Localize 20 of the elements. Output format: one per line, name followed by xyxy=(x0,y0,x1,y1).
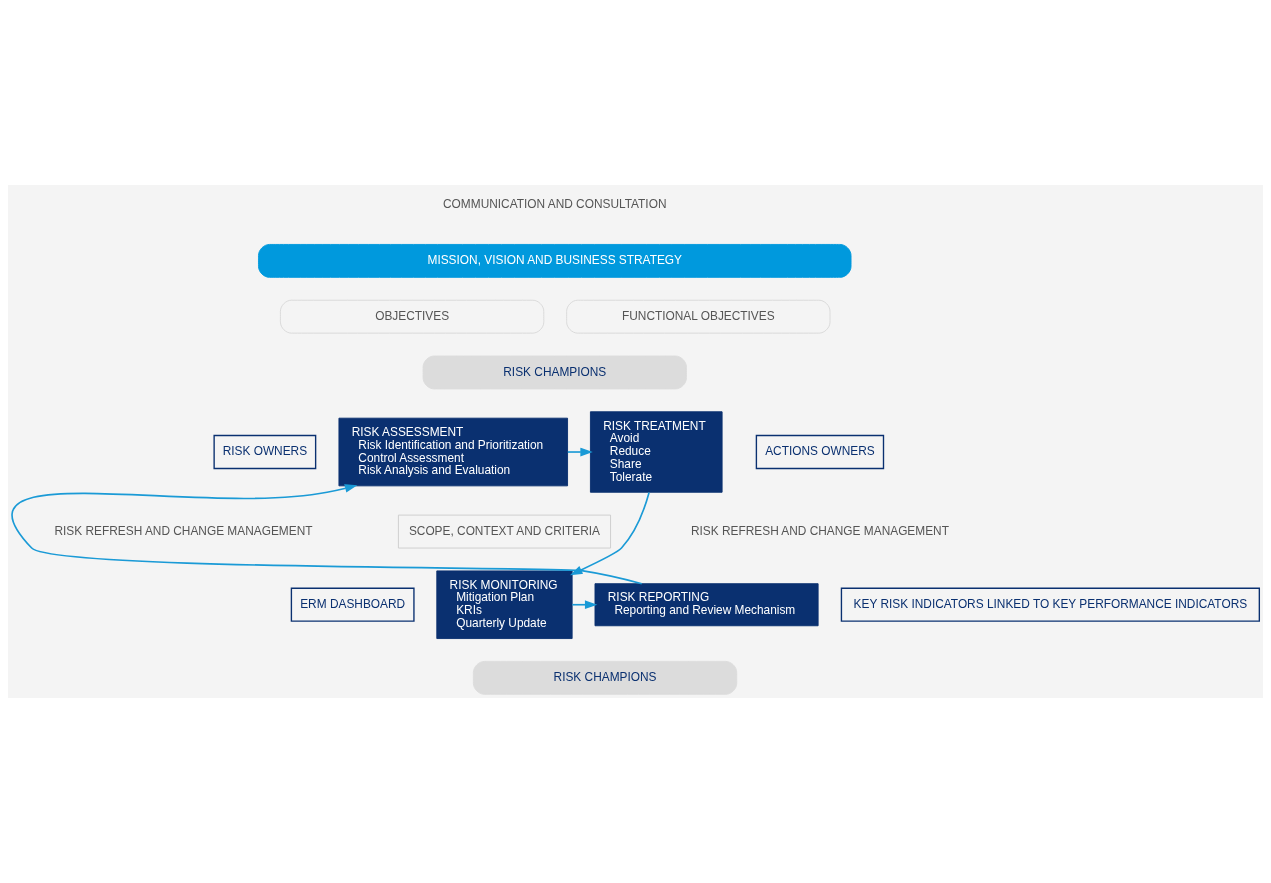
node-box: RISK MONITORING Mitigation Plan KRIs Quarterly Update xyxy=(436,570,573,639)
node-box: RISK CHAMPIONS xyxy=(422,355,687,390)
node-box: FUNCTIONAL OBJECTIVES xyxy=(566,299,831,334)
label: COMMUNICATION AND CONSULTATION xyxy=(443,197,667,212)
node-box: ACTIONS OWNERS xyxy=(755,434,885,470)
label: RISK REFRESH AND CHANGE MANAGEMENT xyxy=(690,523,949,538)
node-box: SCOPE, CONTEXT AND CRITERIA xyxy=(397,514,611,549)
node-box: RISK REPORTING Reporting and Review Mechanism xyxy=(594,583,819,627)
node-box: MISSION, VISION AND BUSINESS STRATEGY xyxy=(258,244,852,278)
arrow xyxy=(11,484,643,585)
node-box: RISK CHAMPIONS xyxy=(472,660,738,695)
node-box: ERM DASHBOARD xyxy=(290,587,415,622)
node-box: RISK OWNERS xyxy=(213,434,317,470)
arrow xyxy=(571,600,598,610)
arrow xyxy=(567,447,593,457)
node-box: RISK ASSESSMENT Risk Identification and Prioritization Control Assessment Risk Analysis and Evaluation xyxy=(338,417,568,487)
node-box: RISK TREATMENT Avoid Reduce Share Tolerate xyxy=(589,411,723,493)
label: RISK REFRESH AND CHANGE MANAGEMENT xyxy=(54,523,313,538)
node-box: KEY RISK INDICATORS LINKED TO KEY PERFORMANCE INDICATORS xyxy=(840,587,1260,622)
node-box: OBJECTIVES xyxy=(279,299,545,334)
